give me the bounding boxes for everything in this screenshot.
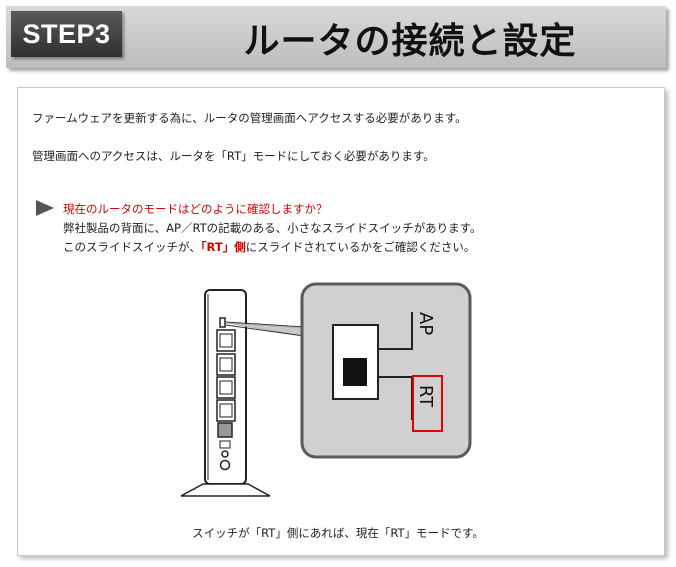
rt-label: RT	[415, 385, 436, 408]
diagram-caption: スイッチが「RT」側にあれば、現在「RT」モードです。	[192, 526, 484, 540]
intro-paragraph-1: ファームウェアを更新する為に、ルータの管理画面へアクセスする必要があります。	[32, 111, 467, 125]
answer-line-2-prefix: このスライドスイッチが、	[63, 240, 201, 254]
rt-highlight-box	[412, 375, 443, 432]
step-badge: STEP3	[11, 11, 122, 57]
ap-label: AP	[415, 312, 436, 335]
page-title: ルータの接続と設定	[243, 21, 577, 62]
switch-zoom-panel: AP RT	[300, 282, 472, 459]
question-text: 現在のルータのモードはどのように確認しますか？	[63, 202, 328, 216]
answer-line-1: 弊社製品の背面に、AP／RTの記載のある、小さなスライドスイッチがあります。	[63, 221, 482, 235]
answer-line-2: このスライドスイッチが、「RT」側にスライドされているかをご確認ください。	[63, 239, 475, 255]
slide-switch-knob	[343, 358, 367, 386]
play-arrow-icon	[36, 200, 54, 216]
rt-side-highlight: 「RT」側	[200, 240, 246, 254]
router-illustration	[180, 289, 271, 497]
intro-paragraph-2: 管理画面へのアクセスは、ルータを「RT」モードにしておく必要があります。	[32, 149, 435, 163]
answer-line-2-suffix: にスライドされているかをご確認ください。	[245, 240, 476, 254]
